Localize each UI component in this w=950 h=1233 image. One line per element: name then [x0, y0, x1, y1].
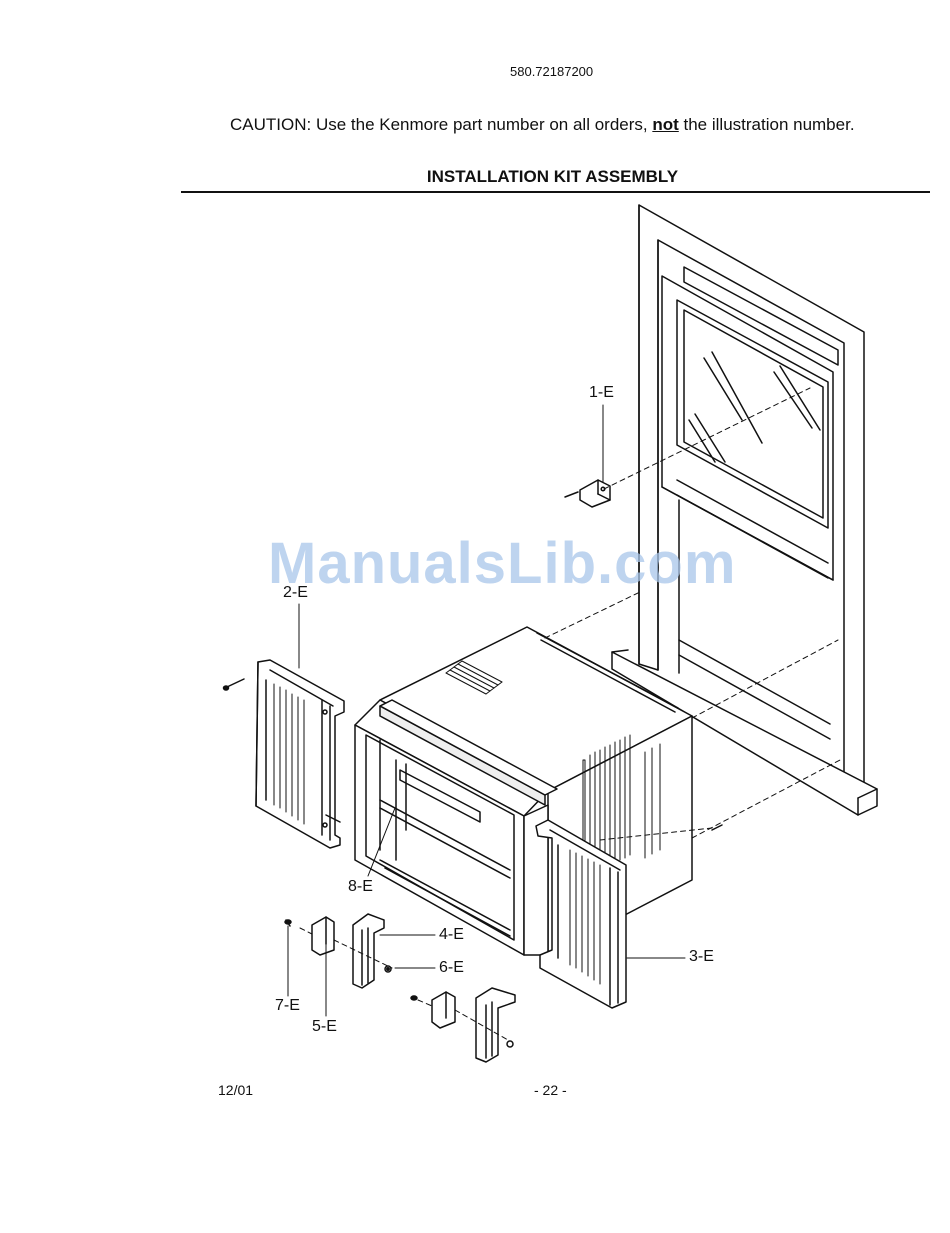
callout-5e: 5-E [312, 1018, 337, 1036]
top-bracket [565, 480, 610, 507]
watermark: ManualsLib.com [268, 530, 736, 597]
callout-8e: 8-E [348, 878, 373, 896]
support-bracket-right [411, 988, 515, 1062]
footer-date: 12/01 [218, 1082, 253, 1098]
callout-3e: 3-E [689, 948, 714, 966]
callout-1e: 1-E [589, 384, 614, 402]
callout-6e: 6-E [439, 959, 464, 977]
left-side-panel [256, 660, 344, 848]
callout-4e: 4-E [439, 926, 464, 944]
callout-7e: 7-E [275, 997, 300, 1015]
page-number: - 22 - [534, 1082, 567, 1098]
support-bracket-left [285, 914, 384, 988]
